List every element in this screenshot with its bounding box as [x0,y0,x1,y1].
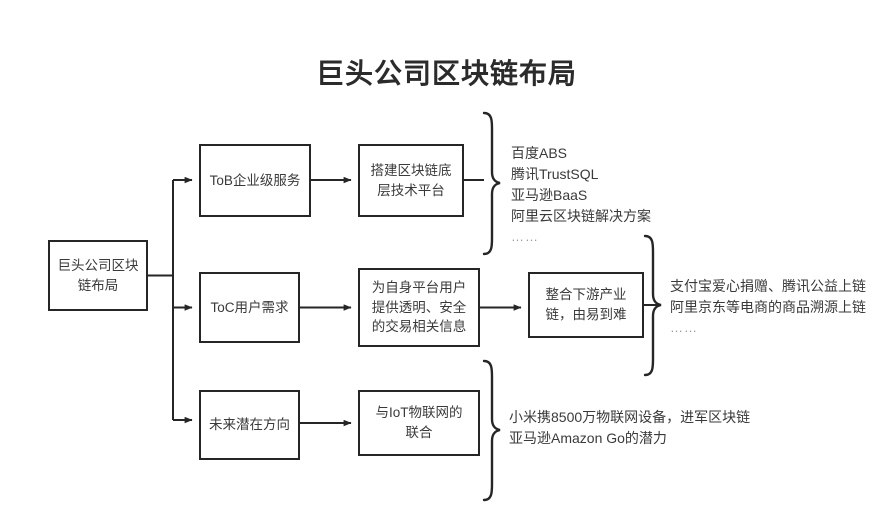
annotation-toc-examples: 支付宝爱心捐赠、腾讯公益上链 阿里京东等电商的商品溯源上链 …… [670,276,866,338]
node-info-line1: 为自身平台用户 [371,280,467,296]
annotation-tob-line3: 亚马逊BaaS [511,187,588,203]
node-root-text: 巨头公司区块 链布局 [56,256,140,295]
annotation-future-line1: 小米携8500万物联网设备，进军区块链 [509,409,751,425]
node-future-direction[interactable]: 未来潜在方向 [199,390,300,460]
stage-arrows [300,176,522,427]
node-chain-line2: 链，由易到难 [545,307,627,322]
annotation-future-line2: 亚马逊Amazon Go的潜力 [509,430,667,446]
brace-future [482,359,501,502]
annotation-tob-line2: 腾讯TrustSQL [511,166,599,182]
node-iot-line1: 与IoT物联网的 [375,405,463,421]
node-transparent-info[interactable]: 为自身平台用户 提供透明、安全 的交易相关信息 [358,268,480,347]
brace-tob [482,111,501,256]
branch-arrows [173,176,193,424]
node-toc[interactable]: ToC用户需求 [199,272,300,343]
node-info-text: 为自身平台用户 提供透明、安全 的交易相关信息 [366,278,472,337]
brace-toc [643,234,662,377]
node-info-line2: 提供透明、安全 [371,299,467,315]
annotation-toc-line1: 支付宝爱心捐赠、腾讯公益上链 [670,278,866,294]
annotation-tob-line1: 百度ABS [511,145,568,161]
root-trunk-connector [148,180,174,420]
node-toc-text: ToC用户需求 [210,299,289,315]
node-root-line1: 巨头公司区块 [57,257,139,273]
annotation-toc-line2: 阿里京东等电商的商品溯源上链 [670,299,866,315]
node-tob-text: ToB企业级服务 [209,172,301,188]
node-future-text: 未来潜在方向 [209,417,290,433]
node-chain-text: 整合下游产业 链，由易到难 [536,285,636,324]
annotation-tob-examples: 百度ABS 腾讯TrustSQL 亚马逊BaaS 阿里云区块链解决方案 …… [511,143,651,247]
annotation-tob-line4: 阿里云区块链解决方案 [511,208,651,224]
page-title: 巨头公司区块链布局 [315,58,577,89]
node-tob[interactable]: ToB企业级服务 [199,144,311,217]
node-platform-line1: 搭建区块链底 [370,162,452,178]
node-iot-line2: 联合 [405,425,433,440]
node-chain-line1: 整合下游产业 [545,287,627,303]
node-platform-line2: 层技术平台 [377,182,445,198]
node-iot-union[interactable]: 与IoT物联网的 联合 [358,390,480,456]
node-root[interactable]: 巨头公司区块 链布局 [48,240,148,311]
node-info-line3: 的交易相关信息 [371,319,467,335]
node-build-platform[interactable]: 搭建区块链底 层技术平台 [358,144,464,217]
annotation-toc-ellipsis: …… [670,320,698,335]
node-platform-text: 搭建区块链底 层技术平台 [366,161,456,200]
annotation-future-examples: 小米携8500万物联网设备，进军区块链 亚马逊Amazon Go的潜力 [509,407,750,449]
node-iot-text: 与IoT物联网的 联合 [366,403,472,442]
node-root-line2: 链布局 [77,277,119,293]
node-supply-chain[interactable]: 整合下游产业 链，由易到难 [528,272,644,338]
annotation-tob-ellipsis: …… [511,229,539,244]
